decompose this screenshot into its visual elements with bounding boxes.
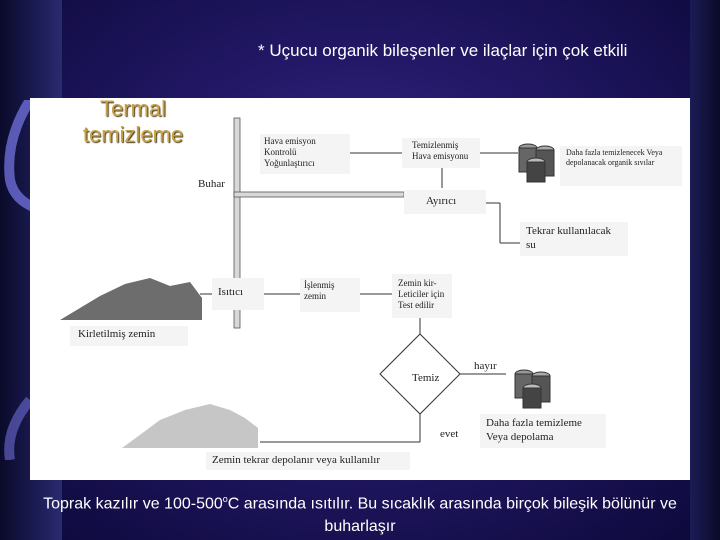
soil-reused-label: Zemin tekrar depolanır veya kullanılır <box>206 452 410 470</box>
contaminated-soil-label: Kirletilmiş zemin <box>70 326 188 346</box>
soil-contaminant-test-box: Zemin kir-Leticiler için Test edilir <box>392 274 452 318</box>
separator-box: Ayırıcı <box>404 190 486 214</box>
slide-top-title: * Uçucu organik bileşenler ve ilaçlar iç… <box>258 41 628 60</box>
process-diagram-panel: Hava emisyon Kontrolü Yoğunlaştırıcı Tem… <box>30 98 690 480</box>
caption-part-2: C arasında ısıtılır. Bu sıcaklık arasınd… <box>227 495 677 536</box>
steam-label: Buhar <box>198 178 225 190</box>
barrels-icon-top <box>518 143 555 183</box>
slide-caption: Toprak kazılır ve 100-500oC arasında ısı… <box>30 488 690 538</box>
caption-part-1: Toprak kazılır ve 100-500 <box>43 495 223 513</box>
treated-soil-box: İşlenmiş zemin <box>300 278 360 312</box>
air-emission-control-box: Hava emisyon Kontrolü Yoğunlaştırıcı <box>260 134 350 174</box>
clean-decision-label: Temiz <box>412 372 440 384</box>
right-decor-bar <box>690 0 720 540</box>
cleaned-air-emission-box: Temizlenmiş Hava emisyonu <box>402 138 480 168</box>
organic-liquids-box: Daha fazla temizlenecek Veya depolanacak… <box>560 146 682 186</box>
caption-superscript: o <box>222 494 228 504</box>
barrels-icon-bottom <box>514 369 551 409</box>
decorative-curve <box>4 100 38 460</box>
yes-label: evet <box>440 428 459 440</box>
further-cleaning-storage-box: Daha fazla temizleme Veya depolama <box>480 414 606 448</box>
reuse-water-box: Tekrar kullanılacak su <box>520 222 628 256</box>
no-label: hayır <box>474 360 497 372</box>
diagram-lines <box>60 117 555 448</box>
heater-box: Isıtıcı <box>212 278 264 310</box>
section-title: Termal temizleme <box>82 96 184 147</box>
